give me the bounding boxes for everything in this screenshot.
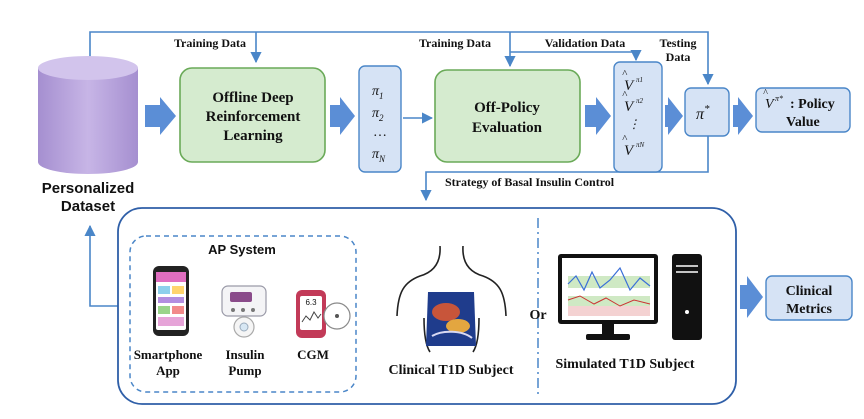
dataset-label-line2: Dataset	[61, 198, 115, 215]
training-data-label-1: Training Data	[174, 36, 246, 50]
policy-n: πN	[372, 147, 386, 164]
arrow-dataset-to-drl	[145, 97, 176, 135]
monitor-icon	[558, 254, 658, 340]
policies-box	[358, 65, 402, 173]
arrow-ope-to-values	[585, 97, 611, 135]
ope-line2: Evaluation	[472, 120, 543, 136]
svg-text:V: V	[624, 99, 635, 115]
connector-lines	[84, 31, 714, 307]
dataset-label-line1: Personalized	[42, 180, 135, 197]
svg-text:^: ^	[622, 68, 628, 80]
value-estimates-box	[613, 61, 663, 173]
svg-text:V: V	[765, 97, 775, 112]
clinical-subject-label: Clinical T1D Subject	[389, 363, 514, 378]
smartphone-label-line2: App	[156, 363, 180, 378]
ap-system-title: AP System	[208, 242, 276, 257]
svg-text:^: ^	[622, 89, 628, 101]
offline-drl-line3: Learning	[223, 128, 283, 144]
offline-drl-box	[179, 67, 326, 163]
value-estimate-n: ^ V πN	[622, 133, 645, 159]
offline-drl-line2: Reinforcement	[206, 109, 301, 125]
arrow-to-clinical-metrics	[740, 276, 763, 318]
clinical-metrics-box	[765, 275, 853, 321]
cgm-icon: 6.3	[296, 290, 351, 338]
strategy-line	[420, 136, 709, 202]
or-label: Or	[529, 308, 546, 323]
simulated-subject-label: Simulated T1D Subject	[556, 357, 695, 372]
ap-system-box	[129, 235, 357, 393]
svg-text:π1: π1	[636, 76, 643, 84]
smartphone-icon	[153, 266, 189, 336]
feedback-line	[84, 224, 118, 307]
offline-drl-line1: Offline Deep	[212, 90, 293, 106]
validation-data-line	[510, 49, 642, 62]
policy-value-box	[755, 87, 851, 133]
ope-box	[434, 69, 581, 163]
computer-tower-icon	[672, 254, 702, 340]
human-torso-icon	[396, 245, 507, 353]
svg-text:π*: π*	[775, 94, 783, 103]
policy-ellipsis: …	[374, 125, 386, 140]
svg-text:^: ^	[622, 133, 628, 145]
arrow-drl-to-policies	[330, 97, 355, 135]
value-estimate-1: ^ V π1	[622, 68, 643, 94]
insulin-pump-icon	[221, 285, 267, 338]
testing-data-line	[89, 31, 714, 86]
svg-text:V: V	[624, 143, 635, 159]
pump-label-line2: Pump	[228, 363, 261, 378]
policy-2: π2	[372, 106, 384, 123]
cgm-label: CGM	[297, 347, 329, 362]
testing-data-label-line1: Testing	[660, 36, 697, 50]
arrow-best-to-value	[733, 97, 753, 135]
digestive-organs-icon	[426, 292, 476, 346]
value-estimate-2: ^ V π2	[622, 89, 644, 115]
validation-data-label: Validation Data	[545, 36, 626, 50]
svg-text:π2: π2	[636, 97, 644, 105]
training-data-label-2: Training Data	[419, 36, 491, 50]
strategy-label: Strategy of Basal Insulin Control	[445, 175, 615, 189]
policy-1: π1	[372, 84, 384, 101]
svg-text:V: V	[624, 78, 635, 94]
clinical-metrics-line2: Metrics	[786, 302, 832, 317]
svg-text:6.3: 6.3	[305, 298, 317, 307]
best-policy-box	[684, 87, 730, 137]
clinical-metrics-line1: Clinical	[786, 284, 833, 299]
policy-value-text: ^ V π* : Policy Value	[763, 88, 835, 130]
testing-data-label-line2: Data	[666, 50, 691, 64]
svg-text:Value: Value	[786, 115, 820, 130]
svg-text:: Policy: : Policy	[790, 97, 835, 112]
svg-text:πN: πN	[636, 141, 645, 149]
pump-label-line1: Insulin	[225, 347, 265, 362]
dataset-cylinder	[38, 56, 138, 174]
ope-line1: Off-Policy	[474, 100, 540, 116]
value-ellipsis: ⋮	[628, 117, 640, 131]
arrow-values-to-best	[665, 97, 683, 135]
block-arrows	[145, 97, 763, 318]
smartphone-label-line1: Smartphone	[134, 347, 203, 362]
best-policy-symbol: π*	[696, 103, 710, 123]
svg-text:^: ^	[763, 88, 768, 99]
